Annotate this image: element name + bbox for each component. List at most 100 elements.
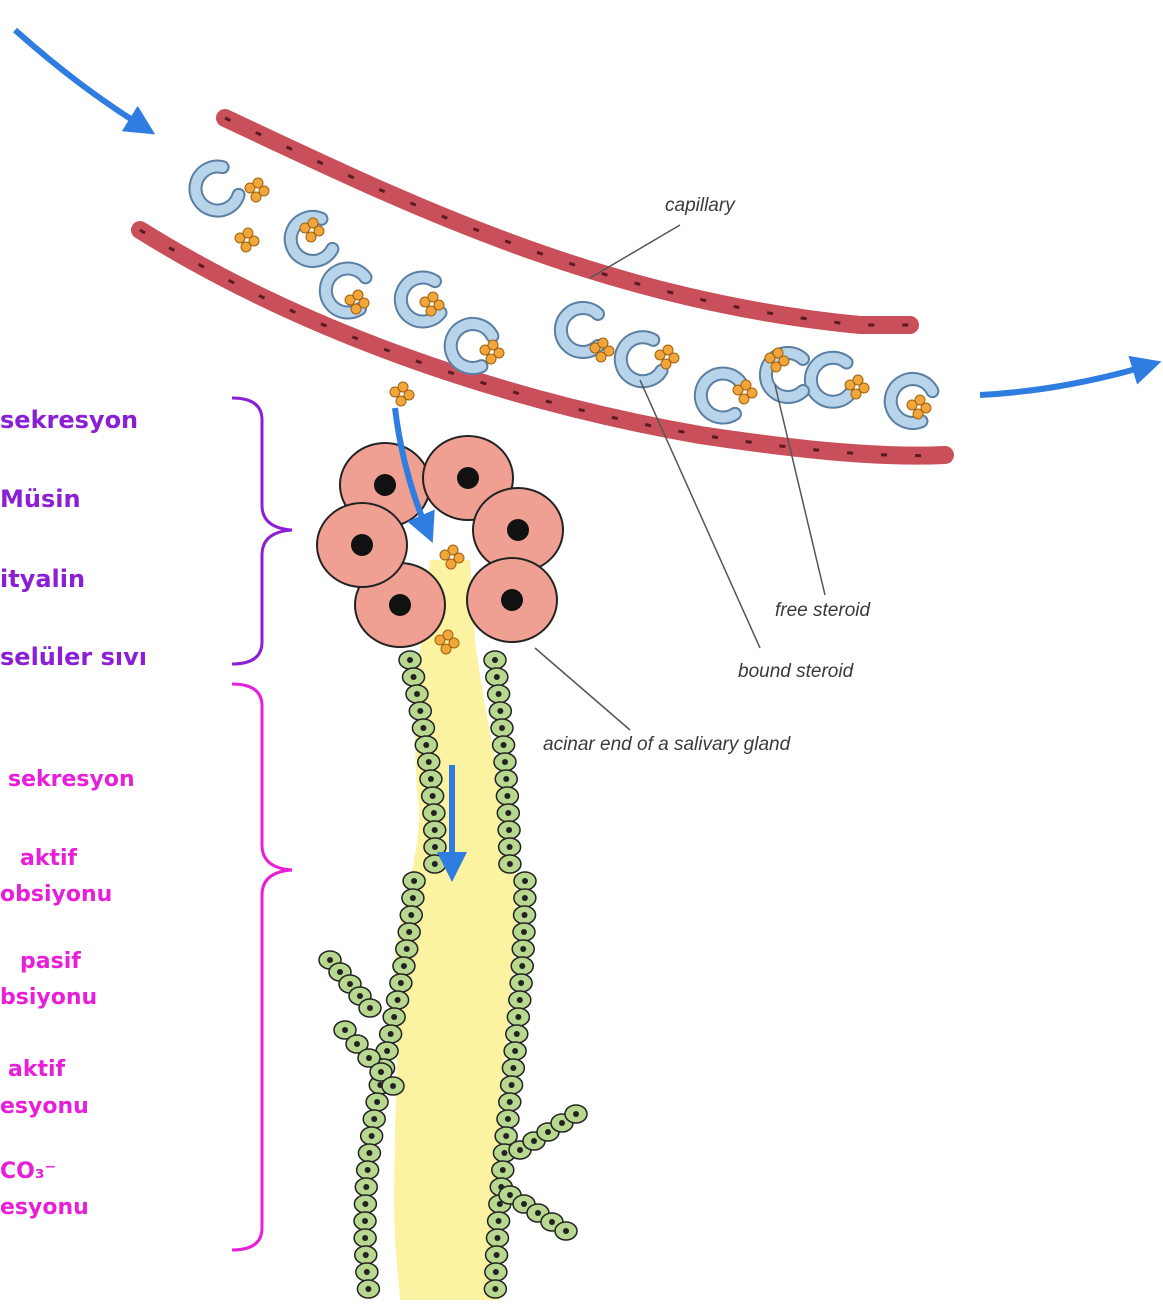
duct-cell bbox=[363, 1110, 385, 1128]
label-bsiyonu: bsiyonu bbox=[0, 987, 97, 1009]
duct-cell bbox=[484, 651, 506, 669]
duct-cell bbox=[486, 1229, 508, 1247]
label-esyonu-1: esyonu bbox=[0, 1096, 89, 1118]
duct-cell bbox=[354, 1195, 376, 1213]
duct-cell bbox=[555, 1222, 577, 1240]
duct-cell bbox=[510, 974, 532, 992]
duct-cell bbox=[387, 991, 409, 1009]
duct-cell bbox=[504, 1042, 526, 1060]
duct-cell bbox=[488, 685, 510, 703]
duct-cell bbox=[359, 999, 381, 1017]
duct-cell bbox=[422, 787, 444, 805]
acinar-cell bbox=[467, 558, 557, 642]
duct-cell bbox=[424, 855, 446, 873]
arrow-outflow bbox=[980, 365, 1150, 395]
duct-cell bbox=[489, 702, 511, 720]
duct-cell bbox=[354, 1212, 376, 1230]
duct-cell bbox=[501, 1076, 523, 1094]
lower-brace bbox=[232, 684, 292, 1250]
duct-cell bbox=[492, 1161, 514, 1179]
label-seluler-sivi: selüler sıvı bbox=[0, 645, 147, 669]
label-sekresyon-lower: sekresyon bbox=[8, 769, 135, 791]
label-sekresyon-upper: sekresyon bbox=[0, 408, 138, 432]
binding-protein bbox=[885, 373, 935, 427]
duct-cell bbox=[514, 889, 536, 907]
duct-cell bbox=[565, 1105, 587, 1123]
duct-cell bbox=[406, 685, 428, 703]
duct-cell bbox=[499, 1093, 521, 1111]
duct-cell bbox=[507, 1008, 529, 1026]
binding-protein bbox=[616, 334, 663, 386]
duct-cell bbox=[506, 1025, 528, 1043]
duct-cell bbox=[486, 668, 508, 686]
duct-cell bbox=[366, 1093, 388, 1111]
label-acinar-end: acinar end of a salivary gland bbox=[543, 735, 790, 754]
duct-cell bbox=[403, 872, 425, 890]
duct-cell bbox=[497, 804, 519, 822]
label-aktif-1: aktif bbox=[20, 848, 77, 870]
duct-cell bbox=[485, 1263, 507, 1281]
duct-cell bbox=[358, 1144, 380, 1162]
duct-cell bbox=[400, 906, 422, 924]
arrow-inflow bbox=[15, 30, 145, 128]
duct-cell bbox=[513, 923, 535, 941]
duct-cell bbox=[514, 906, 536, 924]
duct-cell bbox=[390, 974, 412, 992]
duct-cell bbox=[424, 838, 446, 856]
duct-cell bbox=[496, 787, 518, 805]
acinar-cells bbox=[317, 436, 563, 647]
duct-cell bbox=[488, 1212, 510, 1230]
duct-cell bbox=[356, 1263, 378, 1281]
duct-cell bbox=[499, 838, 521, 856]
label-obsiyonu: obsiyonu bbox=[0, 884, 112, 906]
duct-cell bbox=[493, 736, 515, 754]
duct-cell bbox=[491, 719, 513, 737]
duct-cell bbox=[396, 940, 418, 958]
duct-cell bbox=[497, 1110, 519, 1128]
duct-cell bbox=[357, 1280, 379, 1298]
label-pasif: pasif bbox=[20, 951, 81, 973]
duct-cell bbox=[511, 957, 533, 975]
steroid bbox=[235, 228, 259, 252]
duct-cell bbox=[514, 872, 536, 890]
binding-protein bbox=[187, 162, 241, 219]
duct-cell bbox=[418, 753, 440, 771]
label-esyonu-2: esyonu bbox=[0, 1197, 89, 1219]
steroid bbox=[245, 178, 269, 202]
duct-cell bbox=[423, 804, 445, 822]
binding-proteins bbox=[187, 162, 934, 427]
duct-cell bbox=[424, 821, 446, 839]
duct-cell bbox=[512, 940, 534, 958]
duct-cell bbox=[380, 1025, 402, 1043]
label-aktif-2: aktif bbox=[8, 1059, 65, 1081]
duct-cell bbox=[361, 1127, 383, 1145]
binding-protein bbox=[445, 318, 495, 372]
binding-protein bbox=[697, 370, 741, 420]
duct-cell bbox=[383, 1008, 405, 1026]
duct-cell bbox=[399, 651, 421, 669]
label-co3: CO₃⁻ bbox=[0, 1161, 56, 1183]
duct-cell bbox=[382, 1077, 404, 1095]
duct-cell bbox=[403, 668, 425, 686]
acinar-cell bbox=[317, 503, 407, 587]
duct-cell bbox=[494, 753, 516, 771]
duct-cell bbox=[420, 770, 442, 788]
duct-cell bbox=[402, 889, 424, 907]
label-musin: Müsin bbox=[0, 487, 81, 511]
label-ityalin: ityalin bbox=[0, 567, 85, 591]
duct-cell bbox=[409, 702, 431, 720]
duct-cell bbox=[355, 1246, 377, 1264]
duct-cell bbox=[486, 1246, 508, 1264]
label-bound-steroid: bound steroid bbox=[738, 662, 853, 681]
duct-cell bbox=[355, 1178, 377, 1196]
label-free-steroid: free steroid bbox=[775, 601, 870, 620]
duct-cell bbox=[357, 1161, 379, 1179]
duct-cell bbox=[495, 770, 517, 788]
duct-cell bbox=[415, 736, 437, 754]
duct-cell bbox=[498, 821, 520, 839]
duct-cell bbox=[502, 1059, 524, 1077]
duct-cell bbox=[499, 855, 521, 873]
label-capillary: capillary bbox=[665, 196, 735, 215]
